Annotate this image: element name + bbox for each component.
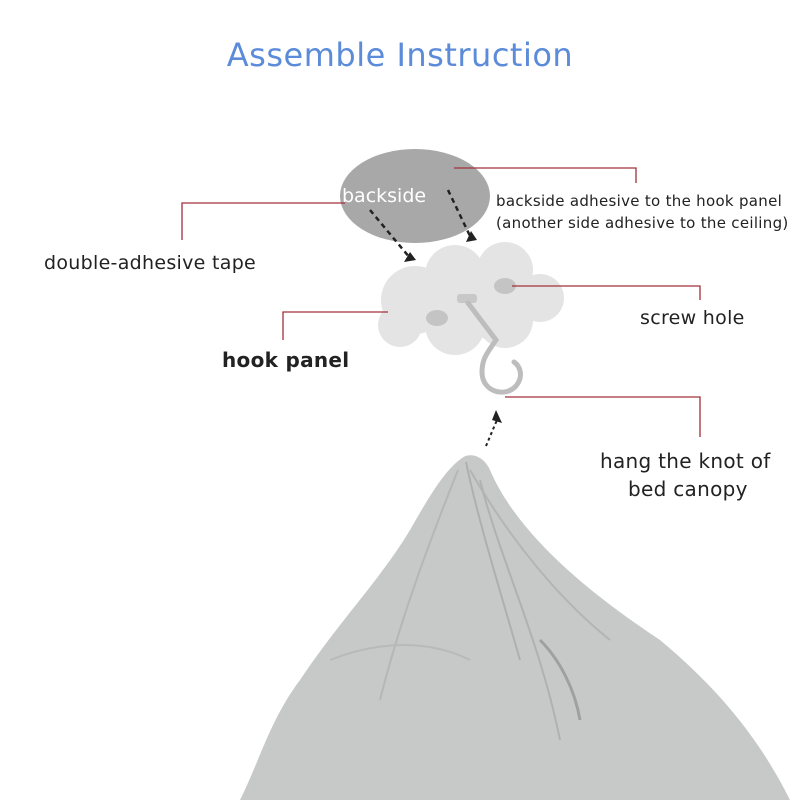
leader-hang	[505, 396, 701, 437]
leader-adhesive	[454, 167, 637, 183]
hook-wire	[465, 300, 523, 395]
leader-lines	[181, 167, 701, 437]
adhesive-note-line1: backside adhesive to the hook panel	[496, 192, 783, 210]
screw-hole-label: screw hole	[640, 307, 745, 329]
adhesive-note-line2: (another side adhesive to the ceiling)	[496, 214, 789, 232]
hang-knot-label: hang the knot of bed canopy	[600, 447, 771, 503]
hang-knot-line2: bed canopy	[628, 477, 748, 501]
page-title: Assemble Instruction	[226, 36, 574, 74]
leader-hook-panel	[282, 311, 388, 340]
screw-hole-left	[426, 310, 448, 326]
attach-arrows	[369, 189, 472, 259]
bed-canopy	[240, 455, 790, 800]
backside-label: backside	[342, 185, 427, 207]
screw-hole-right	[494, 278, 516, 294]
hook-panel-label: hook panel	[222, 348, 350, 372]
leader-tape	[181, 202, 345, 240]
arrow-head-left	[404, 252, 416, 262]
leader-screw-hole	[512, 285, 701, 300]
hook-slot	[457, 294, 477, 303]
arrow-head-right	[466, 231, 477, 242]
hang-knot-line1: hang the knot of	[600, 449, 771, 473]
hang-arrow-head	[492, 410, 502, 423]
adhesive-note: backside adhesive to the hook panel (ano…	[496, 190, 789, 234]
tape-label: double-adhesive tape	[44, 252, 257, 274]
hang-arrow-line	[485, 419, 498, 447]
